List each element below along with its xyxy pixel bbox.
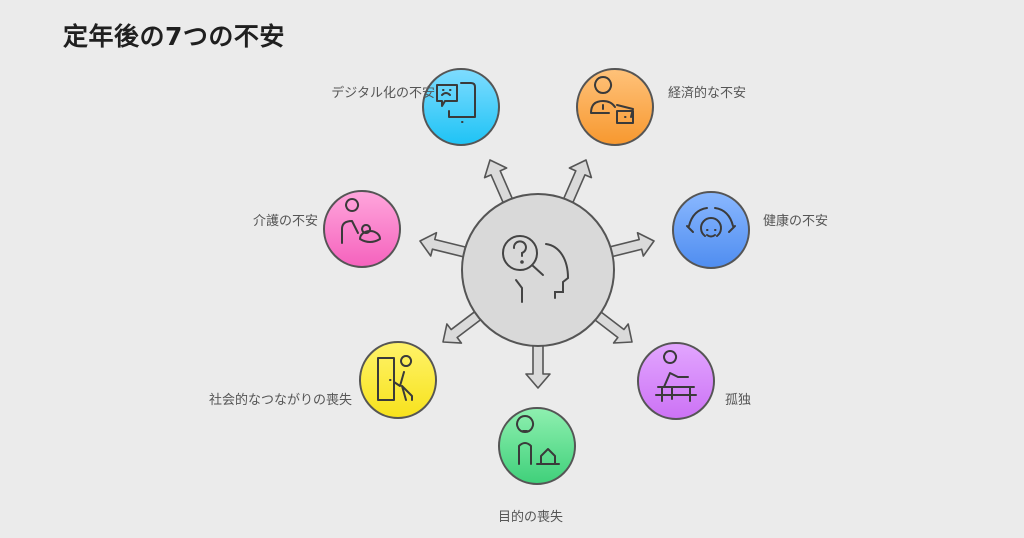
label-social: 社会的なつながりの喪失 bbox=[208, 393, 352, 408]
label-digital: デジタル化の不安 bbox=[331, 86, 435, 101]
person-wallet-icon bbox=[590, 76, 634, 124]
label-loneliness: 孤独 bbox=[725, 393, 752, 408]
person-house-icon bbox=[516, 415, 560, 465]
page-title: 定年後の7つの不安 bbox=[63, 22, 285, 51]
node-6 bbox=[323, 190, 401, 268]
person-door-icon bbox=[377, 355, 413, 401]
question-head-icon bbox=[502, 235, 570, 303]
caregiver-icon bbox=[341, 198, 381, 244]
label-care: 介護の不安 bbox=[252, 214, 318, 229]
node-2 bbox=[672, 191, 750, 269]
smartphone-sad-icon bbox=[436, 82, 476, 123]
hands-face-icon bbox=[686, 207, 736, 238]
node-0 bbox=[422, 68, 500, 146]
node-1 bbox=[576, 68, 654, 146]
label-health: 健康の不安 bbox=[763, 214, 829, 229]
node-3 bbox=[637, 342, 715, 420]
node-5 bbox=[359, 341, 437, 419]
node-4 bbox=[498, 407, 576, 485]
label-economic: 経済的な不安 bbox=[668, 86, 747, 101]
label-purpose: 目的の喪失 bbox=[498, 510, 564, 525]
person-bench-icon bbox=[655, 350, 697, 402]
